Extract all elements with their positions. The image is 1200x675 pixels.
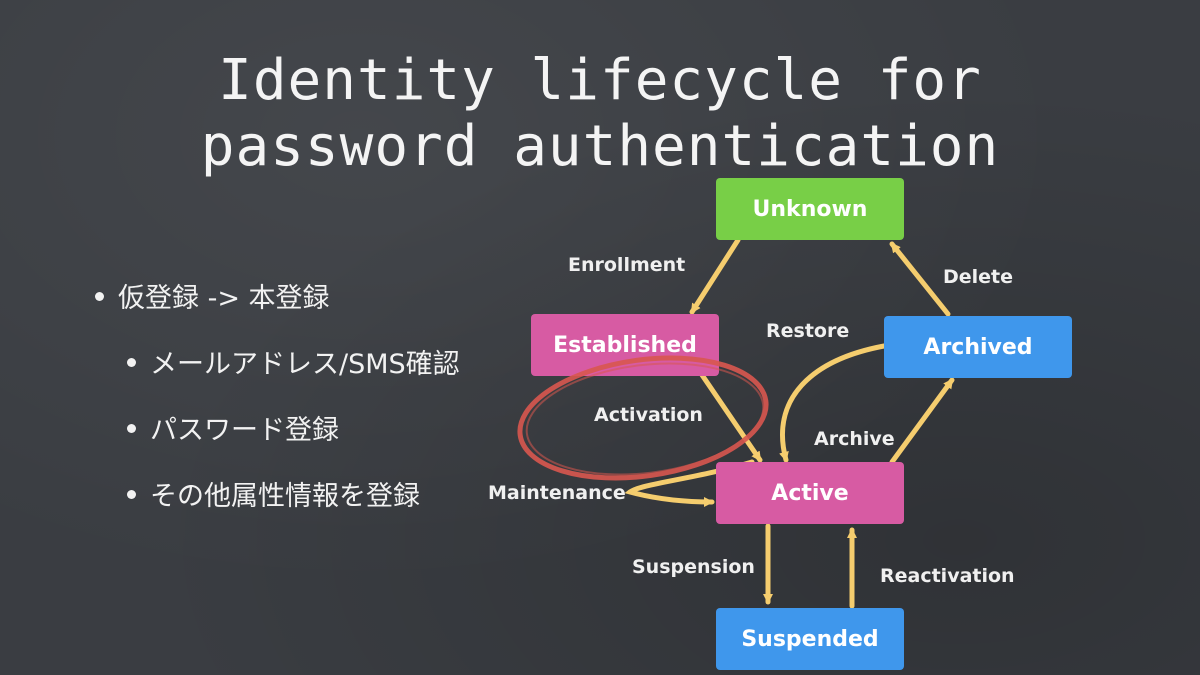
bullet-dot-icon <box>127 424 136 433</box>
bullet-item: パスワード登録 <box>127 408 339 447</box>
edge-label-archive: Archive <box>814 428 895 450</box>
bullet-item: その他属性情報を登録 <box>127 474 420 513</box>
node-established: Established <box>531 314 719 376</box>
bullet-text: メールアドレス/SMS確認 <box>150 349 460 380</box>
node-unknown: Unknown <box>716 178 904 240</box>
node-active: Active <box>716 462 904 524</box>
node-archived: Archived <box>884 316 1072 378</box>
edge-label-enrollment: Enrollment <box>568 254 686 276</box>
bullet-item: 仮登録 -> 本登録 <box>95 276 330 315</box>
bullet-text: 仮登録 -> 本登録 <box>118 283 330 314</box>
edge-label-restore: Restore <box>766 320 850 342</box>
edge-label-suspension: Suspension <box>632 556 755 578</box>
bullet-dot-icon <box>127 490 136 499</box>
bullet-text: パスワード登録 <box>150 415 339 446</box>
node-suspended: Suspended <box>716 608 904 670</box>
slide-title-line1: Identity lifecycle for <box>218 48 982 113</box>
edge-label-maintenance: Maintenance <box>488 482 626 504</box>
slide-title-line2: password authentication <box>200 114 1000 179</box>
edge-archive-arrow <box>889 377 955 465</box>
edge-enrollment-arrow <box>689 237 741 315</box>
edge-label-delete: Delete <box>943 266 1014 288</box>
bullet-text: その他属性情報を登録 <box>150 481 420 512</box>
edge-activation-arrow <box>697 369 763 463</box>
edge-restore-arrow <box>779 343 887 463</box>
bullet-item: メールアドレス/SMS確認 <box>127 342 460 381</box>
edge-label-activation: Activation <box>594 404 703 426</box>
bullet-dot-icon <box>127 358 136 367</box>
edge-label-reactivation: Reactivation <box>880 565 1015 587</box>
bullet-dot-icon <box>95 292 104 301</box>
edge-delete-arrow <box>889 241 951 317</box>
